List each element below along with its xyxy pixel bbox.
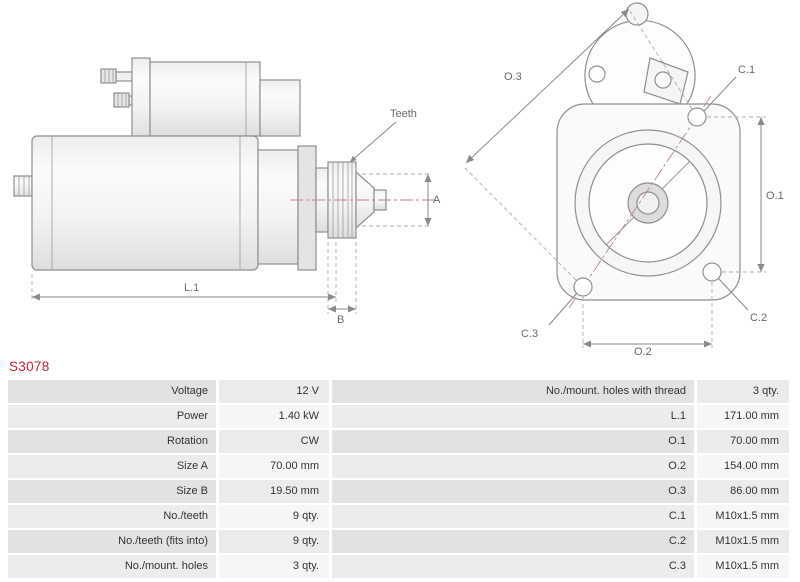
spec-value: M10x1.5 mm xyxy=(697,505,789,528)
dim-c3-label: C.3 xyxy=(521,328,538,340)
spec-value: 9 qty. xyxy=(219,505,329,528)
spec-row: Rotation CW O.1 70.00 mm xyxy=(8,430,792,453)
spec-label: Size A xyxy=(8,455,216,478)
spec-label: Size B xyxy=(8,480,216,503)
spec-row: Size A 70.00 mm O.2 154.00 mm xyxy=(8,455,792,478)
spec-label: No./teeth (fits into) xyxy=(8,530,216,553)
spec-label: No./teeth xyxy=(8,505,216,528)
spec-label: L.1 xyxy=(332,405,694,428)
spec-value: 1.40 kW xyxy=(219,405,329,428)
spec-row: No./teeth (fits into) 9 qty. C.2 M10x1.5… xyxy=(8,530,792,553)
spec-row: Size B 19.50 mm O.3 86.00 mm xyxy=(8,480,792,503)
side-view-dimensions: A L.1 B Teeth xyxy=(31,108,441,326)
side-view: A L.1 B Teeth xyxy=(13,57,441,326)
hole-centerline xyxy=(568,95,712,309)
rear-shaft-stud xyxy=(13,175,33,197)
spec-value: 171.00 mm xyxy=(697,405,789,428)
spec-label: Power xyxy=(8,405,216,428)
mounting-hole-c1 xyxy=(687,107,707,127)
dim-l1-label: L.1 xyxy=(184,282,199,294)
spec-value: 3 qty. xyxy=(697,380,789,403)
spec-value: M10x1.5 mm xyxy=(697,530,789,553)
spec-label: No./mount. holes with thread xyxy=(332,380,694,403)
dim-c2-label: C.2 xyxy=(750,312,767,324)
spec-label: Voltage xyxy=(8,380,216,403)
spec-value: M10x1.5 mm xyxy=(697,555,789,578)
spec-row: Power 1.40 kW L.1 171.00 mm xyxy=(8,405,792,428)
dim-a-label: A xyxy=(433,194,441,206)
dim-c1-label: C.1 xyxy=(738,64,755,76)
technical-drawing: A L.1 B Teeth xyxy=(13,2,784,356)
spec-label: C.1 xyxy=(332,505,694,528)
starter-motor-drawing: A L.1 B Teeth xyxy=(13,2,784,356)
spec-value: 3 qty. xyxy=(219,555,329,578)
bearing-circles xyxy=(574,129,722,277)
drive-housing xyxy=(257,145,329,271)
dim-b-label: B xyxy=(337,314,344,326)
spec-label: C.2 xyxy=(332,530,694,553)
spec-row: Voltage 12 V No./mount. holes with threa… xyxy=(8,380,792,403)
mounting-flange xyxy=(297,145,317,271)
solenoid-outline xyxy=(584,2,696,105)
spec-value: 19.50 mm xyxy=(219,480,329,503)
spec-value: 12 V xyxy=(219,380,329,403)
dim-o2-label: O.2 xyxy=(634,346,652,356)
front-view: O.3 C.1 O.1 C.2 C.3 xyxy=(463,2,784,356)
dim-o1-label: O.1 xyxy=(766,190,784,202)
mounting-hole-c3 xyxy=(573,277,593,297)
motor-body xyxy=(31,135,259,271)
spec-label: Rotation xyxy=(8,430,216,453)
solenoid xyxy=(131,57,301,139)
spec-value: CW xyxy=(219,430,329,453)
spec-value: 70.00 mm xyxy=(697,430,789,453)
spec-label: No./mount. holes xyxy=(8,555,216,578)
spec-label: O.2 xyxy=(332,455,694,478)
spec-row: No./teeth 9 qty. C.1 M10x1.5 mm xyxy=(8,505,792,528)
spec-value: 86.00 mm xyxy=(697,480,789,503)
spec-table: Voltage 12 V No./mount. holes with threa… xyxy=(0,380,800,578)
spec-value: 70.00 mm xyxy=(219,455,329,478)
teeth-label: Teeth xyxy=(390,108,417,120)
spec-value: 9 qty. xyxy=(219,530,329,553)
dim-o3-label: O.3 xyxy=(504,71,522,83)
spec-row: No./mount. holes 3 qty. C.3 M10x1.5 mm xyxy=(8,555,792,578)
spec-label: C.3 xyxy=(332,555,694,578)
spec-label: O.1 xyxy=(332,430,694,453)
spec-label: O.3 xyxy=(332,480,694,503)
mounting-hole-c2 xyxy=(702,262,722,282)
spec-value: 154.00 mm xyxy=(697,455,789,478)
front-view-dimensions: O.3 C.1 O.1 C.2 C.3 xyxy=(463,8,784,356)
part-number: S3078 xyxy=(9,359,50,374)
